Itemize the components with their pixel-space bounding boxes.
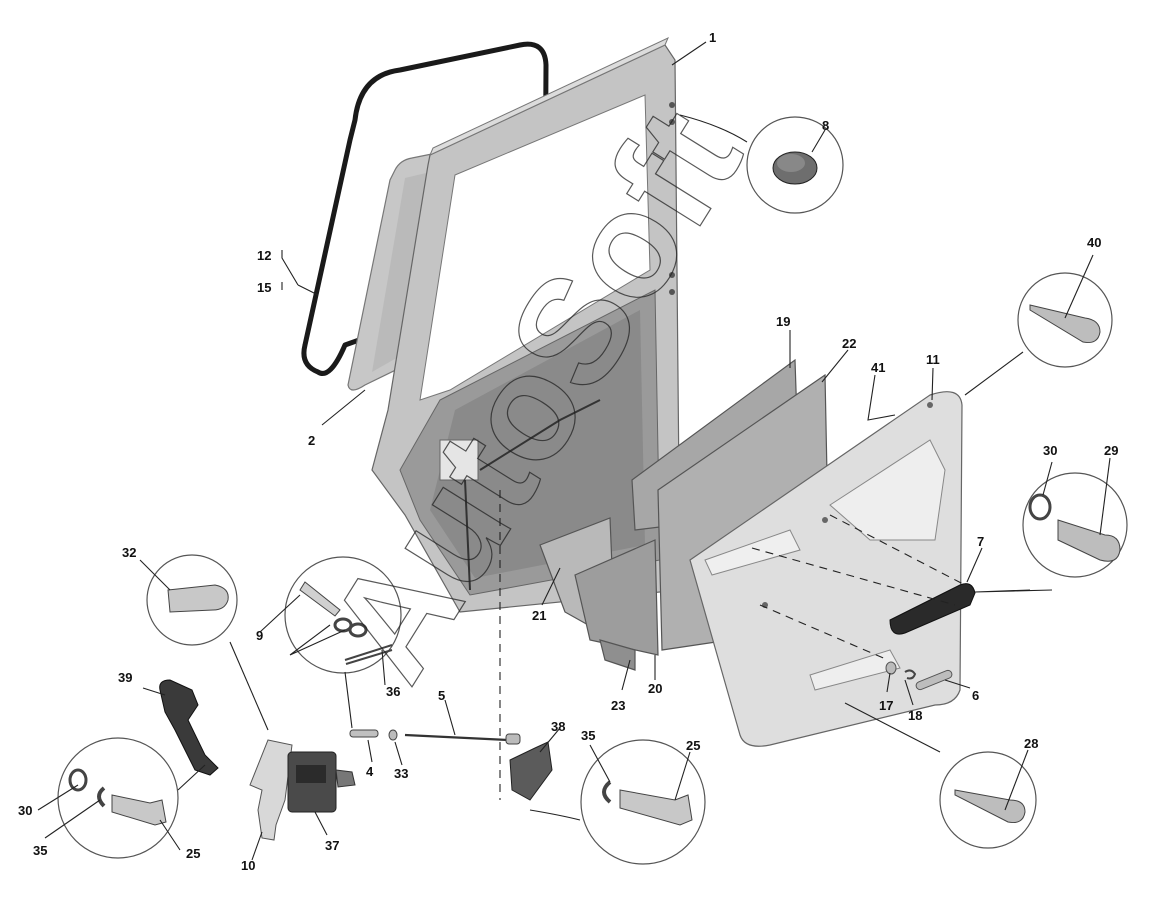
- striker-38: [509, 741, 553, 801]
- pin-4: [349, 729, 379, 738]
- callout-38: 38: [551, 719, 565, 734]
- callout-37: 37: [325, 838, 339, 853]
- screw-28: [954, 789, 1026, 823]
- bushing-33: [388, 729, 398, 741]
- callout-19: 19: [776, 314, 790, 329]
- callout-30-right: 30: [1043, 443, 1057, 458]
- callout-25-right: 25: [686, 738, 700, 753]
- callout-41: 41: [871, 360, 885, 375]
- callout-35-right: 35: [581, 728, 595, 743]
- callouts: 1 2 4 5 6 7 8 9 10 11 12 15 17 18 19 20 …: [18, 30, 1118, 873]
- insulation-panel-20: [574, 539, 659, 656]
- armrest-handle: [889, 583, 976, 635]
- cotter-pin-36: [344, 644, 393, 665]
- callout-7: 7: [977, 534, 984, 549]
- callout-20: 20: [648, 681, 662, 696]
- callout-29: 29: [1104, 443, 1118, 458]
- callout-15: 15: [257, 280, 271, 295]
- pin-9: [299, 581, 341, 617]
- callout-4: 4: [366, 764, 374, 779]
- clip-35-left: [97, 786, 106, 808]
- callout-35-left: 35: [33, 843, 47, 858]
- callout-18: 18: [908, 708, 922, 723]
- callout-33: 33: [394, 766, 408, 781]
- insulation-panel-23: [599, 639, 636, 671]
- callout-9: 9: [256, 628, 263, 643]
- washer-30-left: [68, 768, 88, 792]
- washer-17: [885, 661, 897, 675]
- callout-23: 23: [611, 698, 625, 713]
- callout-5: 5: [438, 688, 445, 703]
- bolt-29: [1057, 519, 1121, 562]
- callout-2: 2: [308, 433, 315, 448]
- bolt-25-left: [111, 794, 167, 826]
- callout-25-left: 25: [186, 846, 200, 861]
- callout-28: 28: [1024, 736, 1038, 751]
- callout-6: 6: [972, 688, 979, 703]
- callout-22: 22: [842, 336, 856, 351]
- callout-1: 1: [709, 30, 716, 45]
- callout-21: 21: [532, 608, 546, 623]
- bolt-32: [167, 584, 229, 613]
- callout-32: 32: [122, 545, 136, 560]
- washer-30-right: [1028, 493, 1052, 521]
- screw-40: [1029, 304, 1101, 343]
- rod-5: [404, 733, 509, 742]
- callout-10: 10: [241, 858, 255, 873]
- callout-30-left: 30: [18, 803, 32, 818]
- clip-35-right: [602, 780, 612, 804]
- callout-8: 8: [822, 118, 829, 133]
- washer-9b: [348, 622, 368, 638]
- callout-36: 36: [386, 684, 400, 699]
- leader-lines: [37, 41, 1111, 861]
- rod-end-5: [505, 733, 521, 745]
- door-frame: [371, 36, 681, 613]
- callout-40: 40: [1087, 235, 1101, 250]
- clip-18: [904, 669, 917, 680]
- hinge-bracket-10: [249, 739, 293, 841]
- pin-6: [915, 669, 953, 691]
- callout-12: 12: [257, 248, 271, 263]
- callout-39: 39: [118, 670, 132, 685]
- callout-17: 17: [879, 698, 893, 713]
- lever-39: [159, 679, 219, 776]
- callout-11: 11: [926, 352, 940, 367]
